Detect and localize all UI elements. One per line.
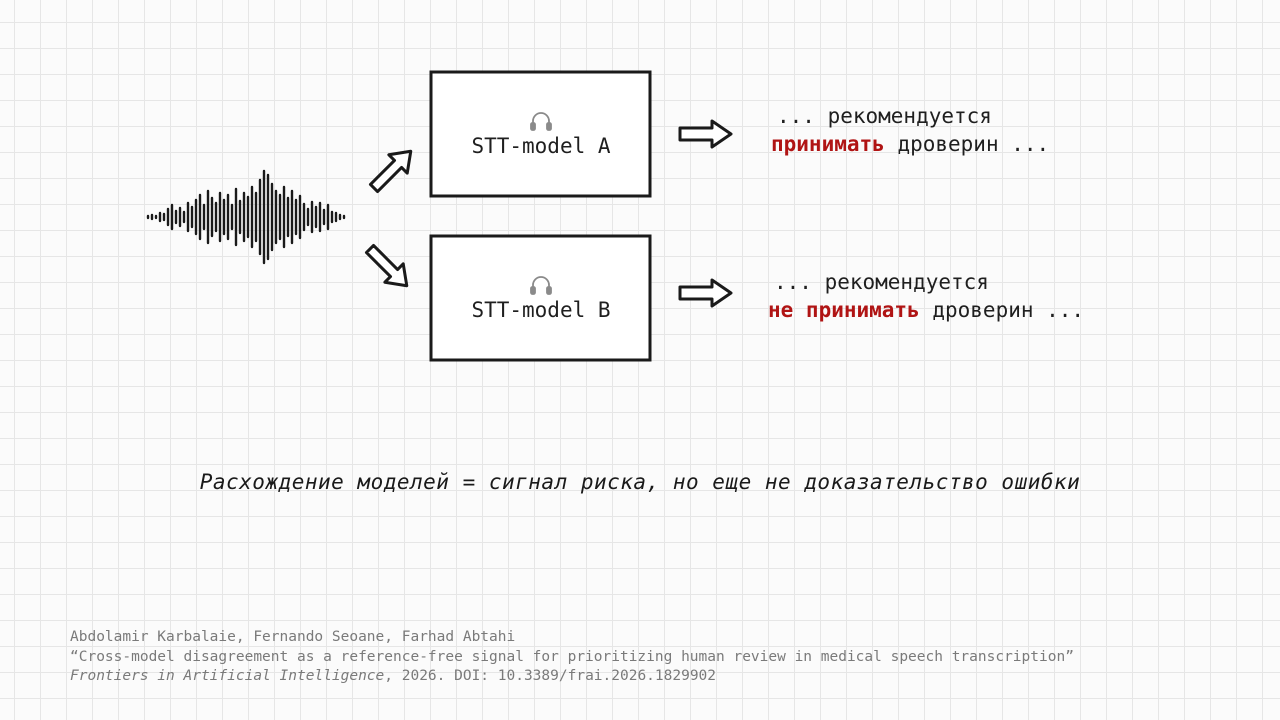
headphones-icon bbox=[530, 112, 552, 131]
model-b-output-prefix: ... рекомендуется bbox=[774, 270, 989, 294]
citation-source: Frontiers in Artificial Intelligence, 20… bbox=[70, 667, 1074, 687]
model-a-output-prefix: ... рекомендуется bbox=[777, 104, 992, 128]
audio-waveform bbox=[146, 169, 346, 265]
model-b-output-suffix: дроверин ... bbox=[919, 298, 1085, 322]
model-b-box bbox=[429, 234, 652, 362]
model-a-output-line: принимать дроверин ... bbox=[771, 132, 1049, 156]
citation-details: , 2026. DOI: 10.3389/frai.2026.1829902 bbox=[384, 668, 717, 684]
citation-authors: Abdolamir Karbalaie, Fernando Seoane, Fa… bbox=[70, 629, 516, 645]
arrow-output-a-icon bbox=[678, 119, 733, 149]
headline: Расхождение моделей = сигнал риска, но е… bbox=[199, 470, 1081, 494]
arrow-output-b-icon bbox=[678, 278, 733, 308]
arrow-to-model-a-icon bbox=[368, 149, 413, 194]
arrow-to-model-b-icon bbox=[364, 243, 409, 288]
model-a-output-suffix: дроверин ... bbox=[884, 132, 1050, 156]
citation-title: “Cross-model disagreement as a reference… bbox=[70, 648, 1074, 665]
citation-journal: Frontiers in Artificial Intelligence bbox=[70, 668, 385, 684]
model-b-output-line: не принимать дроверин ... bbox=[768, 298, 1084, 322]
citation: Abdolamir Karbalaie, Fernando Seoane, Fa… bbox=[70, 628, 1074, 687]
model-b-label: STT-model B bbox=[471, 298, 611, 322]
headphones-icon bbox=[530, 276, 552, 295]
model-b-output-highlight: не принимать bbox=[768, 298, 920, 322]
model-a-label: STT-model A bbox=[471, 134, 611, 158]
model-a-output-highlight: принимать bbox=[771, 132, 885, 156]
model-a-box bbox=[429, 70, 652, 198]
